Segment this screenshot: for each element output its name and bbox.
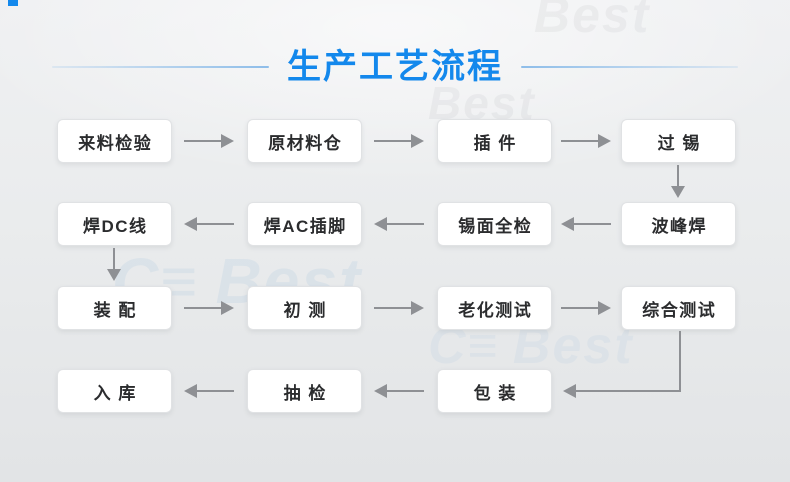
arrow-down-icon: [671, 165, 685, 198]
flow-box-initial-test: 初 测: [247, 286, 362, 330]
arrow-right-icon: [184, 134, 234, 148]
arrow-right-icon: [374, 301, 424, 315]
flow-box-sampling-inspection: 抽 检: [247, 369, 362, 413]
watermark-text: Best: [534, 0, 651, 43]
title-divider-left: [52, 66, 269, 68]
flow-box-wave-soldering: 波峰焊: [621, 202, 736, 246]
arrow-left-icon: [184, 217, 234, 231]
arrow-right-icon: [561, 301, 611, 315]
background-watermark: Best: [534, 0, 650, 44]
arrow-left-icon: [184, 384, 234, 398]
flow-box-assembly: 装 配: [57, 286, 172, 330]
title-divider-right: [521, 66, 738, 68]
flow-box-incoming-inspection: 来料检验: [57, 119, 172, 163]
flow-box-raw-material-warehouse: 原材料仓: [247, 119, 362, 163]
flow-box-solder-dc-wire: 焊DC线: [57, 202, 172, 246]
arrow-left-icon: [563, 384, 576, 398]
flow-box-packaging: 包 装: [437, 369, 552, 413]
arrow-left-icon: [561, 217, 611, 231]
corner-accent: [8, 0, 18, 6]
arrow-down-icon: [107, 248, 121, 281]
arrow-left-icon: [374, 217, 424, 231]
page-header: 生产工艺流程: [0, 44, 790, 90]
flow-box-solder-ac-pins: 焊AC插脚: [247, 202, 362, 246]
elbow-connector-vertical: [679, 331, 681, 392]
arrow-right-icon: [184, 301, 234, 315]
flow-box-insertion: 插 件: [437, 119, 552, 163]
flow-box-tinning: 过 锡: [621, 119, 736, 163]
arrow-right-icon: [561, 134, 611, 148]
arrow-right-icon: [374, 134, 424, 148]
flow-box-aging-test: 老化测试: [437, 286, 552, 330]
flow-box-warehousing: 入 库: [57, 369, 172, 413]
flow-box-comprehensive-test: 综合测试: [621, 286, 736, 330]
arrow-left-icon: [374, 384, 424, 398]
page-title: 生产工艺流程: [287, 48, 503, 86]
elbow-connector-horizontal: [576, 390, 681, 392]
flow-box-solder-surface-inspection: 锡面全检: [437, 202, 552, 246]
